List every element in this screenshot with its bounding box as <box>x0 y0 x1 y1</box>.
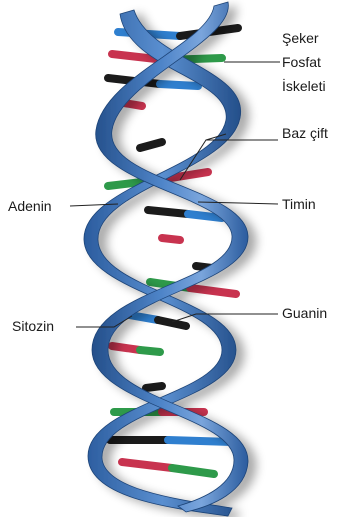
base-pair <box>148 210 188 214</box>
label-seker: Şeker <box>282 30 319 47</box>
label-adenin: Adenin <box>8 198 52 215</box>
base-pair <box>190 288 236 294</box>
label-baz-cift: Baz çift <box>282 125 328 142</box>
label-sitozin: Sitozin <box>12 318 54 335</box>
label-timin: Timin <box>282 196 316 213</box>
label-guanin: Guanin <box>282 305 327 322</box>
leader-line <box>172 314 278 322</box>
base-pair <box>168 440 232 442</box>
base-pair <box>140 142 162 148</box>
base-pair <box>112 346 140 350</box>
label-fosfat: Fosfat <box>282 54 321 71</box>
base-pair <box>172 468 214 474</box>
base-pair <box>122 462 172 468</box>
base-pair <box>162 238 180 240</box>
base-pair <box>140 350 160 352</box>
label-iskeleti: İskeleti <box>282 78 326 95</box>
base-pair <box>158 320 186 326</box>
base-pair <box>160 84 198 86</box>
base-pair <box>146 386 162 388</box>
